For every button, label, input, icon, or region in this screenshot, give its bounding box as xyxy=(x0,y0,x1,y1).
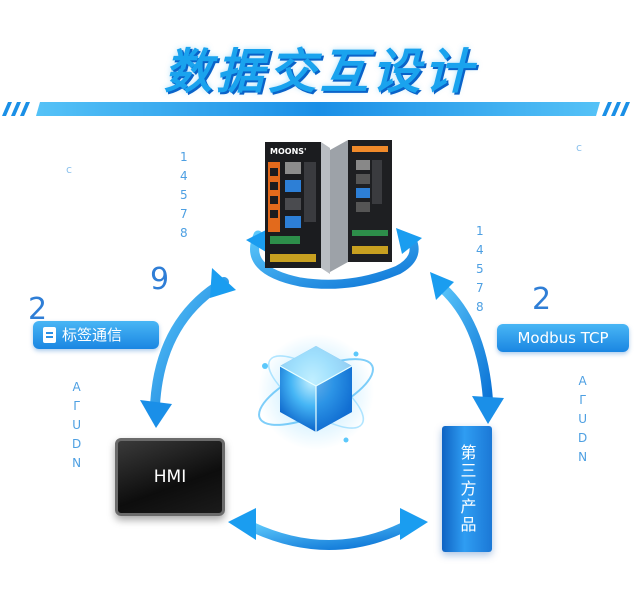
decor-number: 2 xyxy=(532,282,552,317)
arrow-head xyxy=(400,508,428,540)
arc-left xyxy=(150,277,229,410)
arrow-head xyxy=(228,508,256,540)
arrow-head xyxy=(396,228,422,254)
arrow-head xyxy=(140,400,172,428)
badge-label: Modbus TCP xyxy=(517,329,609,347)
hmi-label: HMI xyxy=(153,467,187,487)
tag-communication-badge: 标签通信 xyxy=(33,321,159,349)
decor-number: 2 xyxy=(28,292,48,327)
third-party-product-node: 第三方产品 xyxy=(442,426,492,552)
decor-number: 9 xyxy=(150,262,170,297)
controller-device-icon: MOONS' xyxy=(265,142,330,274)
arrow-head xyxy=(210,268,236,298)
cube-icon xyxy=(279,346,353,432)
decor-letter: c xyxy=(576,141,583,154)
document-icon xyxy=(43,327,56,343)
page-title: 数据交互设计 xyxy=(163,44,476,100)
modbus-tcp-badge: Modbus TCP xyxy=(497,324,629,352)
title-stripe-bar xyxy=(2,102,630,116)
arrow-head xyxy=(472,396,504,424)
device-brand: MOONS' xyxy=(270,147,306,156)
badge-label: 标签通信 xyxy=(62,326,123,344)
arrow-head xyxy=(430,272,454,300)
decor-letter: c xyxy=(66,163,73,176)
controller-device-icon xyxy=(330,140,392,272)
third-party-label: 第三方产品 xyxy=(457,444,477,534)
arc-bottom xyxy=(243,520,413,550)
loop-arrow xyxy=(250,230,419,289)
arrow-head xyxy=(246,228,270,252)
arc-right xyxy=(433,279,493,405)
hmi-node: HMI xyxy=(115,438,225,516)
